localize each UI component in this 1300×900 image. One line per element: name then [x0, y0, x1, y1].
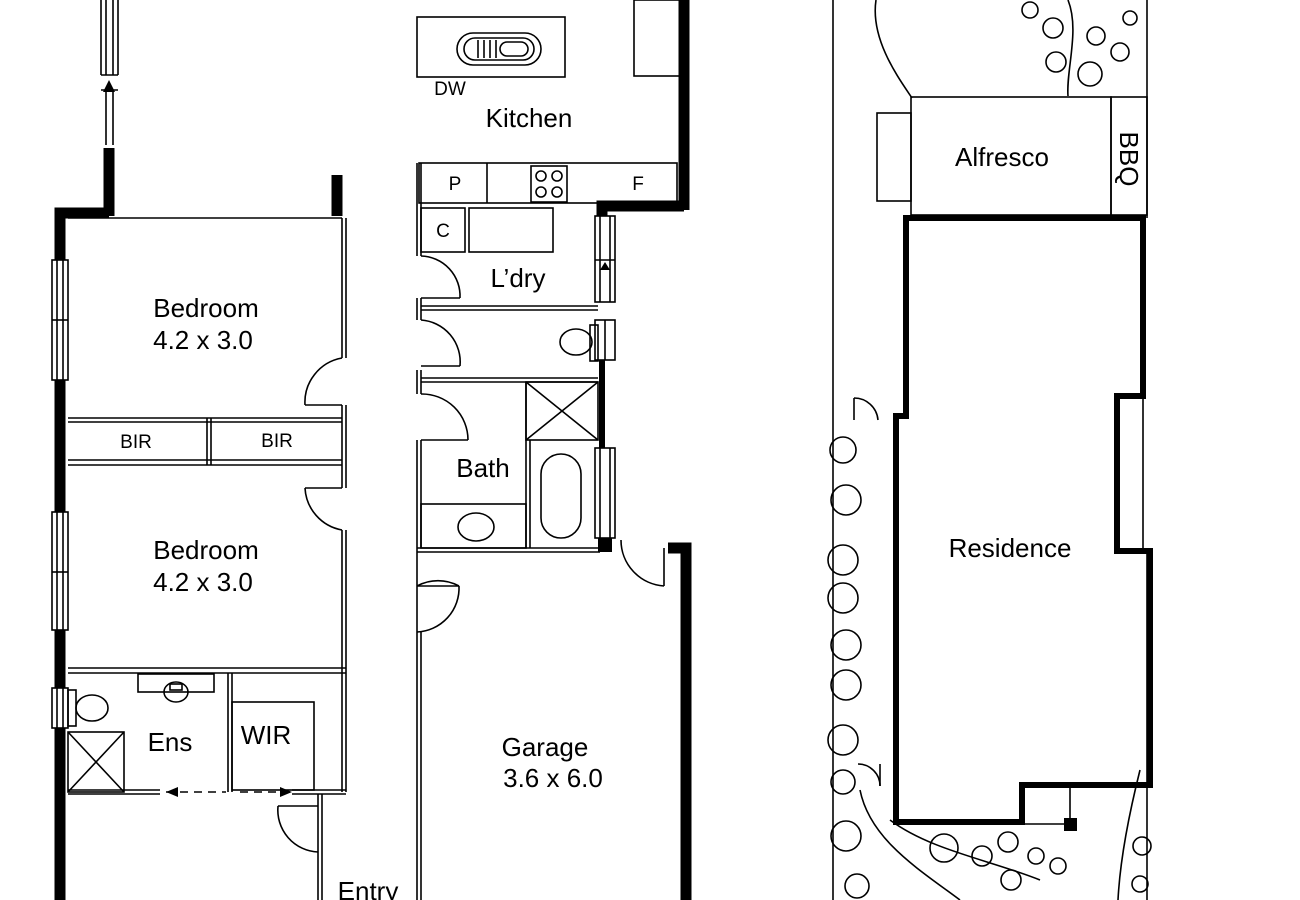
garage-size: 3.6 x 6.0	[503, 763, 603, 793]
fridge-label: F	[632, 174, 644, 195]
ensuite-label: Ens	[148, 727, 193, 757]
cupboard-label: C	[436, 221, 450, 242]
wir-label: WIR	[241, 720, 292, 750]
alfresco-label: Alfresco	[955, 142, 1049, 172]
garage-name: Garage	[502, 732, 589, 762]
bbq-label: BBQ	[1114, 132, 1144, 187]
residence-label: Residence	[949, 533, 1072, 563]
dishwasher-label: DW	[434, 79, 466, 100]
bedroom2-name: Bedroom	[153, 535, 259, 565]
site-plan	[832, 0, 1153, 900]
entry-label: Entry	[338, 876, 399, 900]
bir2-label: BIR	[261, 431, 293, 452]
kitchen-label: Kitchen	[486, 103, 573, 133]
shrub-icons	[827, 1, 1152, 899]
pantry-label: P	[449, 174, 462, 195]
bedroom2-size: 4.2 x 3.0	[153, 567, 253, 597]
bedroom1-name: Bedroom	[153, 293, 259, 323]
bedroom1-size: 4.2 x 3.0	[153, 325, 253, 355]
bath-label: Bath	[456, 453, 510, 483]
laundry-label: L’dry	[491, 263, 546, 293]
house-walls	[51, 0, 692, 900]
bir1-label: BIR	[120, 432, 152, 453]
